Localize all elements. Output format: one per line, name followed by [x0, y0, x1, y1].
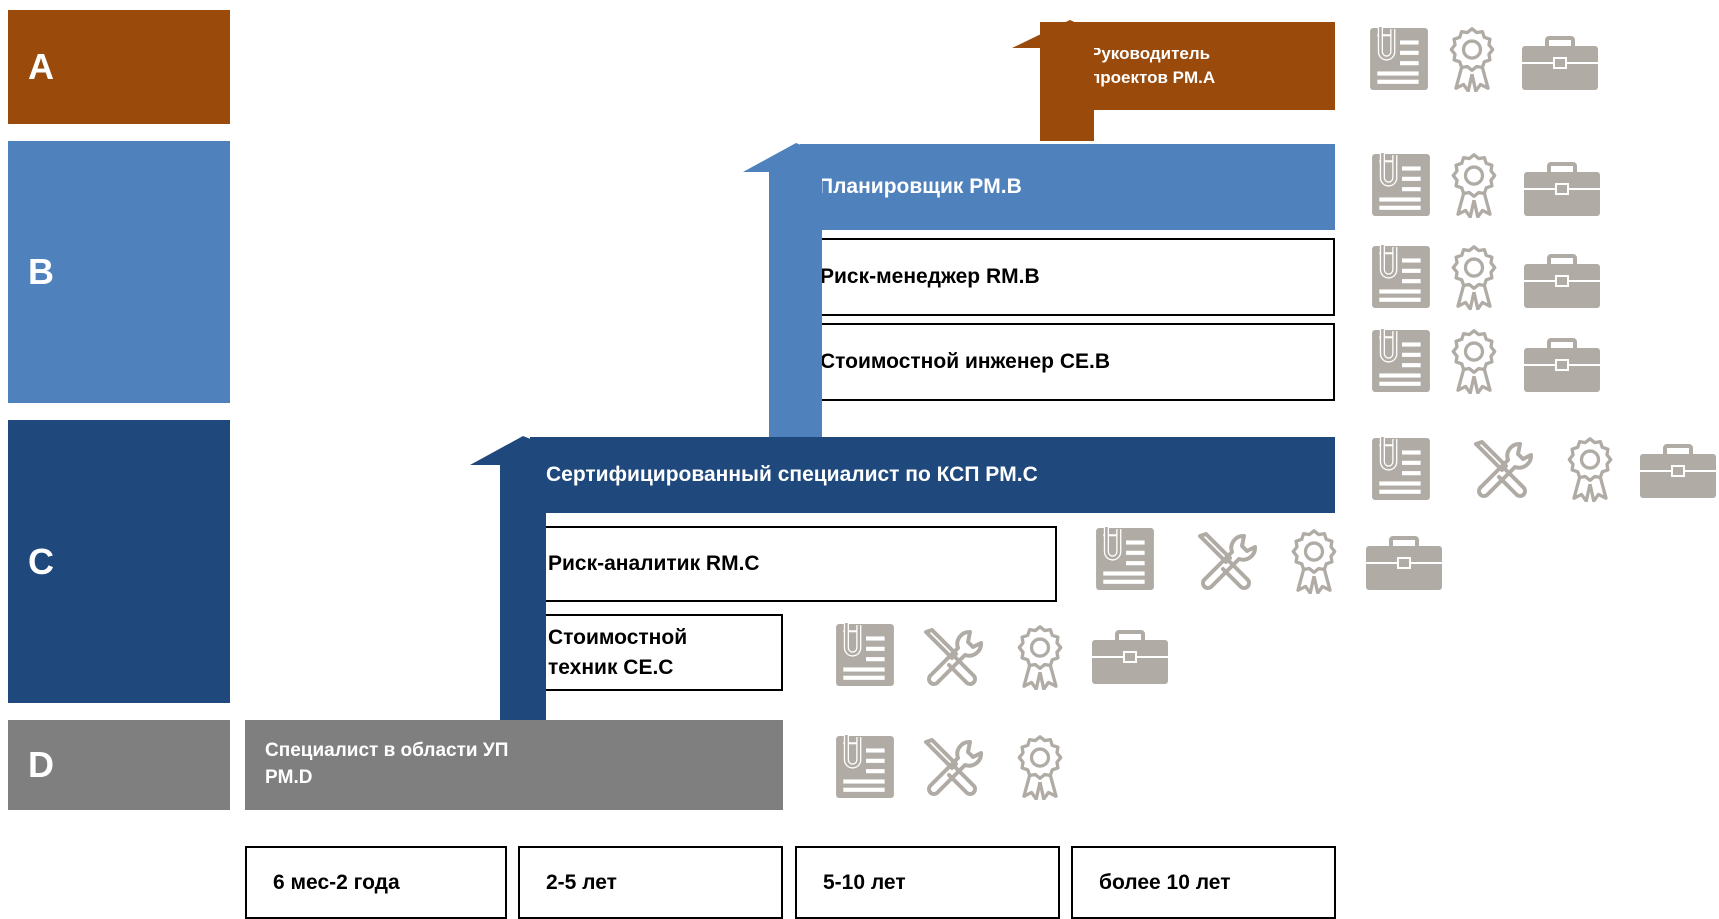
role-ce-c-line2: техник CE.C	[548, 655, 674, 679]
period-label-3: 5-10 лет	[823, 870, 906, 894]
level-a-label: A	[28, 46, 54, 87]
document-icon	[834, 726, 896, 806]
level-c-label: C	[28, 540, 54, 582]
document-icon	[1370, 320, 1432, 400]
role-ce-b: Стоимостной инженер CE.B	[800, 323, 1335, 401]
level-c-bar: C	[8, 420, 230, 703]
role-pm-c: Сертифицированный специалист по КСП PM.C	[530, 437, 1335, 513]
role-pm-b: Планировщик PM.B	[800, 144, 1335, 230]
briefcase-icon	[1520, 36, 1600, 92]
briefcase-icon	[1522, 254, 1602, 310]
briefcase-icon	[1364, 536, 1444, 592]
role-pm-a-line1: Руководитель	[1090, 44, 1211, 64]
arrow-c-to-b	[743, 143, 868, 437]
period-box-4: более 10 лет	[1071, 846, 1336, 919]
role-pm-d-line2: PM.D	[265, 767, 313, 788]
role-pm-c-label: Сертифицированный специалист по КСП PM.C	[546, 463, 1038, 487]
briefcase-icon	[1638, 444, 1718, 500]
tools-icon	[1468, 436, 1538, 506]
level-a-bar: A	[8, 10, 230, 124]
certificate-icon	[1450, 152, 1498, 218]
role-rm-b-label: Риск-менеджер RM.B	[820, 265, 1040, 289]
certificate-icon	[1290, 528, 1338, 594]
briefcase-icon	[1522, 162, 1602, 218]
briefcase-icon	[1522, 338, 1602, 394]
tools-icon	[918, 624, 988, 694]
certificate-icon	[1450, 244, 1498, 310]
period-label-4: более 10 лет	[1099, 870, 1231, 894]
briefcase-icon	[1090, 630, 1170, 686]
document-icon	[1370, 236, 1432, 316]
level-d-bar: D	[8, 720, 230, 810]
role-pm-a-line2: проектов PM.A	[1090, 68, 1216, 87]
role-rm-b: Риск-менеджер RM.B	[800, 238, 1335, 316]
period-box-3: 5-10 лет	[795, 846, 1060, 919]
certificate-icon	[1566, 436, 1614, 502]
period-label-2: 2-5 лет	[546, 870, 617, 894]
tools-icon	[918, 734, 988, 804]
certificate-icon	[1016, 734, 1064, 800]
document-icon	[1094, 518, 1156, 598]
level-d-label: D	[28, 744, 54, 785]
period-label-1: 6 мес-2 года	[273, 870, 400, 894]
role-pm-d: Специалист в области УП PM.D	[245, 720, 783, 810]
certificate-icon	[1016, 624, 1064, 690]
role-pm-b-label: Планировщик PM.B	[818, 175, 1022, 199]
role-rm-c: Риск-аналитик RM.C	[530, 526, 1057, 602]
certificate-icon	[1450, 328, 1498, 394]
document-icon	[1370, 144, 1432, 224]
period-box-1: 6 мес-2 года	[245, 846, 507, 919]
role-pm-d-line1: Специалист в области УП	[265, 740, 509, 762]
document-icon	[1370, 428, 1432, 508]
certificate-icon	[1448, 26, 1496, 92]
arrow-d-to-c	[470, 436, 596, 720]
role-rm-c-label: Риск-аналитик RM.C	[548, 552, 760, 576]
document-icon	[1368, 18, 1430, 98]
level-b-bar: B	[8, 141, 230, 403]
role-ce-c: Стоимостной техник CE.C	[530, 614, 783, 691]
document-icon	[834, 614, 896, 694]
arrow-b-to-a	[1012, 20, 1132, 141]
role-ce-c-line1: Стоимостной	[548, 626, 688, 650]
period-box-2: 2-5 лет	[518, 846, 783, 919]
role-ce-b-label: Стоимостной инженер CE.B	[820, 350, 1111, 374]
level-b-label: B	[28, 251, 54, 292]
tools-icon	[1192, 528, 1262, 598]
